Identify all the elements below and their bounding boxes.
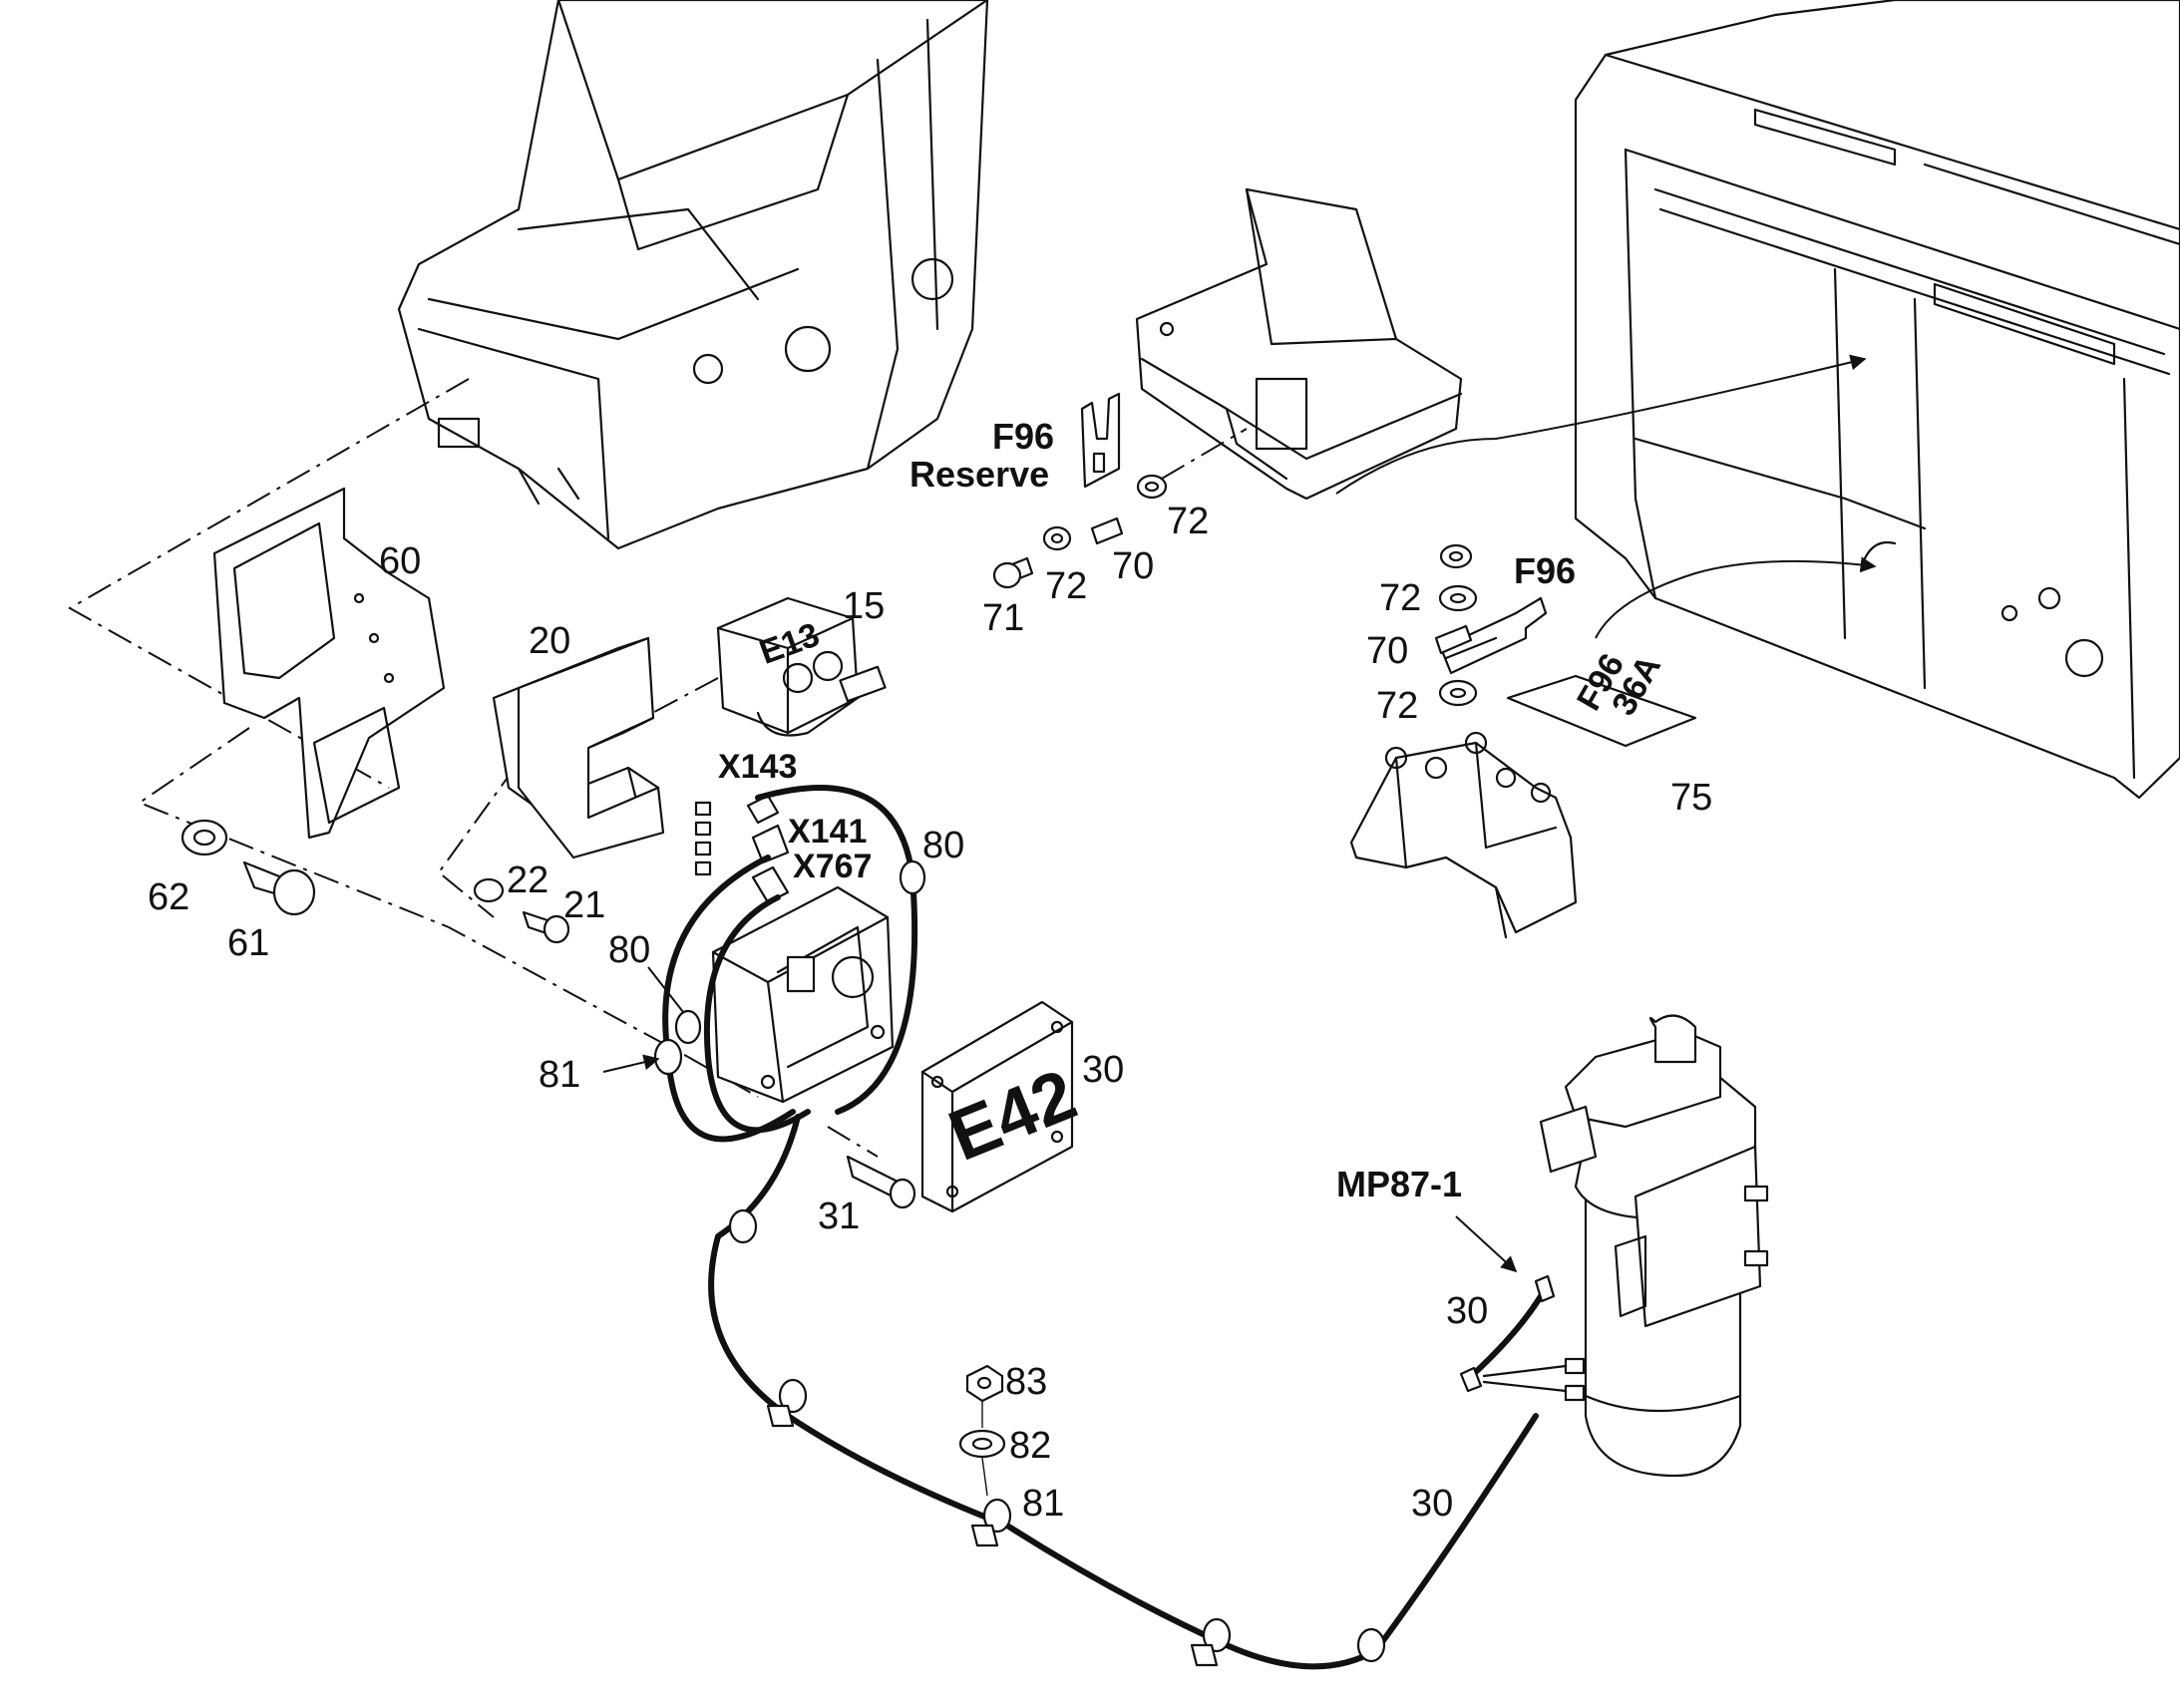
label-62: 62: [148, 876, 189, 918]
label-f96-right: F96: [1514, 550, 1576, 591]
label-x143: X143: [718, 748, 797, 786]
label-30-pump: 30: [1446, 1290, 1488, 1332]
cable-clamp-81-bottom: [970, 1498, 1012, 1547]
label-70-top: 70: [1112, 545, 1154, 587]
label-70-right: 70: [1366, 630, 1408, 672]
label-x767: X767: [793, 848, 872, 885]
label-reserve: Reserve: [909, 454, 1049, 495]
label-75: 75: [1670, 777, 1712, 819]
cable-clamp-lower-b: [766, 1378, 808, 1428]
washer-72-top: [1136, 474, 1168, 500]
label-20: 20: [529, 620, 570, 662]
leader-lines: [602, 966, 1518, 1273]
washer-72-mid: [1042, 525, 1072, 551]
connector-x143: [746, 794, 780, 825]
assembly-axis-82-83: [981, 1401, 988, 1497]
bracket-20: [492, 636, 665, 859]
clip-70-right: [1434, 624, 1473, 655]
label-30-cable: 30: [1411, 1483, 1453, 1525]
cable-clamp-80-upper: [899, 859, 926, 895]
cable-clamp-lower-c: [1190, 1617, 1232, 1667]
label-30-cover: 30: [1082, 1049, 1124, 1091]
label-72-upper-right: 72: [1379, 577, 1421, 619]
washer-22: [473, 877, 505, 903]
connector-x767: [751, 865, 790, 904]
washer-72-upper-right: [1439, 543, 1473, 569]
label-31: 31: [818, 1196, 860, 1237]
label-22: 22: [507, 859, 548, 901]
bolt-61: [242, 860, 316, 916]
screw-21: [522, 910, 570, 944]
mounting-plate-60: [212, 487, 446, 840]
assembly-dash-f96: [1161, 428, 1248, 480]
label-60: 60: [379, 540, 421, 582]
label-61: 61: [227, 922, 269, 964]
pointer-arrow-lower: [1595, 556, 1877, 639]
fuse-holder-base: [1349, 731, 1578, 939]
label-72-mid: 72: [1045, 565, 1087, 607]
cab-console-housing: [397, 0, 989, 550]
fuse-label-plate-75: [1506, 674, 1697, 748]
connector-x141: [751, 824, 790, 864]
label-82: 82: [1009, 1425, 1051, 1467]
label-mp87-1: MP87-1: [1336, 1164, 1462, 1204]
fuse-panel-bracket: [1135, 187, 1463, 501]
washer-72-lower-right: [1438, 679, 1478, 707]
washer-62: [181, 819, 228, 856]
nut-83: [965, 1364, 1004, 1403]
label-f96-reserve-title: F96: [992, 416, 1054, 457]
label-81-left: 81: [539, 1054, 580, 1096]
cable-clamp-lower-a: [728, 1208, 758, 1244]
junction-box-e13: [716, 596, 887, 737]
label-21: 21: [563, 884, 605, 926]
label-83: 83: [1005, 1361, 1047, 1403]
cable-clamp-81-left: [653, 1038, 683, 1076]
part-labels: 60 20 15 E13 X143 X141 X767 80 80 81 22 …: [148, 416, 1712, 1525]
screw-71: [992, 556, 1034, 589]
label-80-upper: 80: [922, 825, 964, 866]
washer-72-stack-top: [1438, 584, 1478, 612]
label-71: 71: [982, 597, 1024, 639]
label-15: 15: [843, 585, 885, 627]
pump-filter-unit: [1539, 1014, 1769, 1478]
cable-clamp-lower-d: [1356, 1627, 1386, 1663]
ground-cable-lugs: [1459, 1274, 1568, 1393]
cover-e42: [920, 1000, 1074, 1213]
pointer-arrow-upper: [1335, 354, 1867, 495]
label-80-lower: 80: [608, 929, 650, 971]
label-72-lower-right: 72: [1376, 685, 1418, 727]
label-72-top: 72: [1167, 501, 1209, 542]
heater-box-e42-housing: [711, 885, 895, 1104]
label-x141: X141: [788, 813, 867, 851]
main-electrical-frame: [1574, 0, 2180, 800]
screw-31: [846, 1155, 916, 1209]
label-81-bottom: 81: [1022, 1483, 1064, 1525]
clip-70-top: [1090, 516, 1124, 545]
connector-holder-clips: [694, 801, 712, 876]
washer-82: [958, 1429, 1006, 1459]
fuse-f96-reserve: [1080, 392, 1121, 489]
cable-clamp-80-lower: [674, 1009, 702, 1045]
fuse-f96: [1439, 596, 1548, 675]
